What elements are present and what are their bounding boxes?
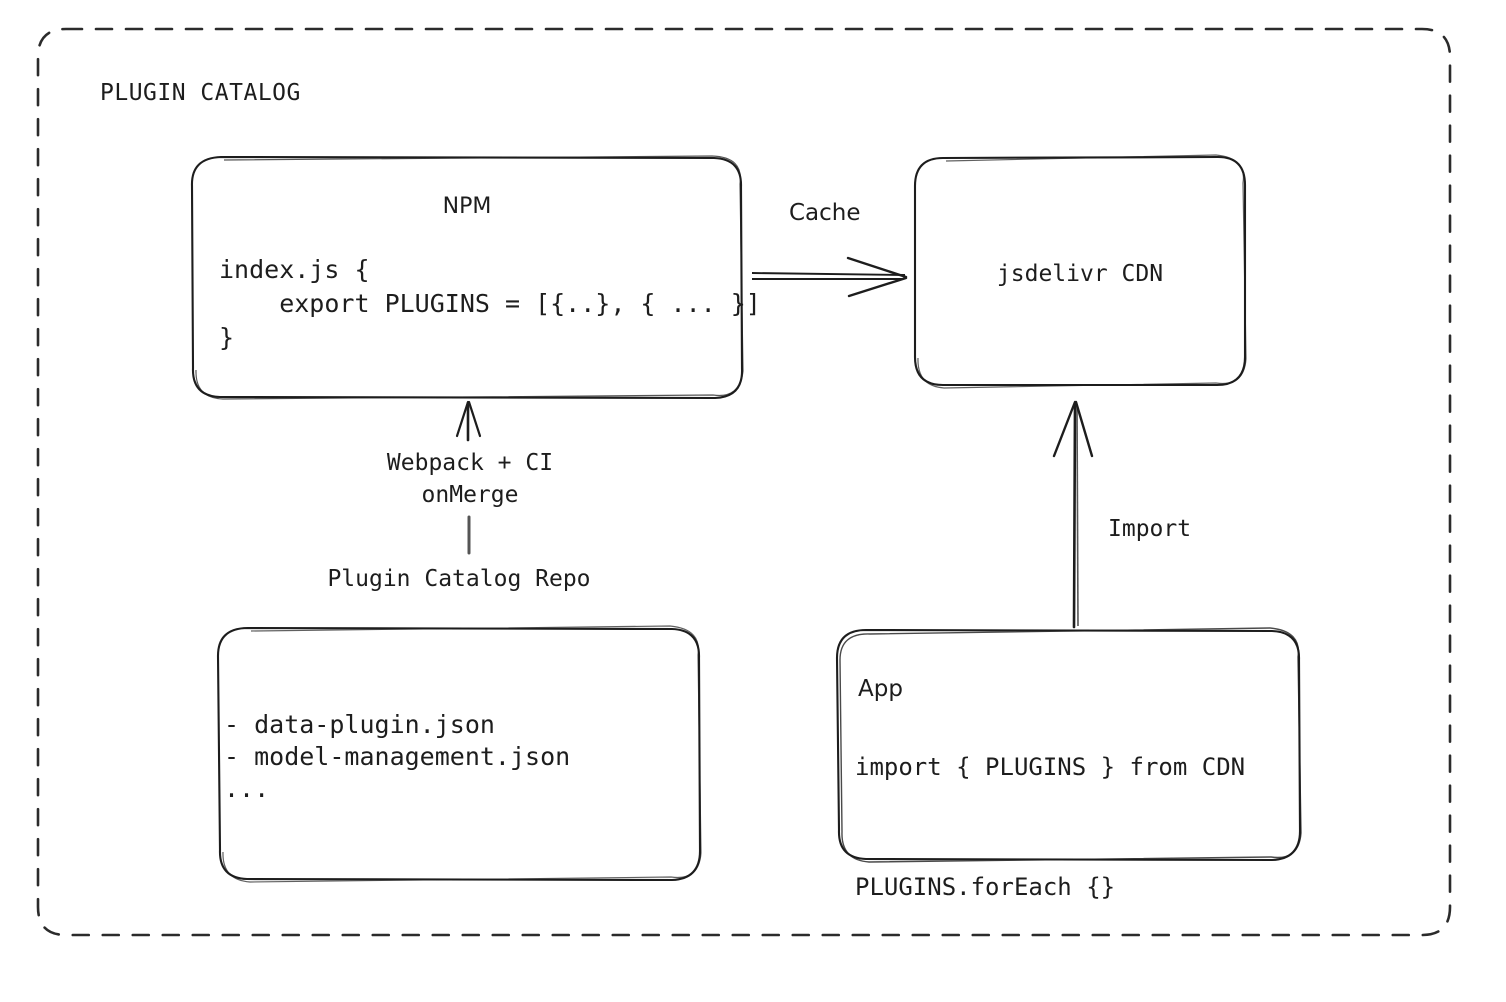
- edge-webpack-label: Webpack + CI onMerge: [386, 450, 554, 508]
- edge-import-arrow: [1052, 400, 1094, 629]
- node-npm-code: index.js { export PLUGINS = [{..}, { ...…: [219, 255, 761, 352]
- node-repo-items: - data-plugin.json - model-management.js…: [224, 710, 571, 803]
- node-app-code: import { PLUGINS } from CDN PLUGINS.forE…: [855, 753, 1246, 901]
- node-repo-caption: Plugin Catalog Repo: [327, 566, 591, 592]
- group-title: PLUGIN CATALOG: [100, 80, 301, 106]
- edge-cache-label: Cache: [789, 200, 861, 226]
- node-cdn[interactable]: [915, 157, 1245, 385]
- node-app[interactable]: [837, 630, 1300, 860]
- edge-import-label: Import: [1108, 516, 1192, 542]
- node-repo[interactable]: [218, 628, 700, 880]
- edge-cache-arrow: [751, 256, 908, 298]
- node-cdn-title: jsdelivr CDN: [996, 261, 1164, 287]
- node-npm[interactable]: [192, 157, 742, 398]
- node-npm-title: NPM: [442, 194, 492, 219]
- node-app-title: App: [858, 676, 903, 702]
